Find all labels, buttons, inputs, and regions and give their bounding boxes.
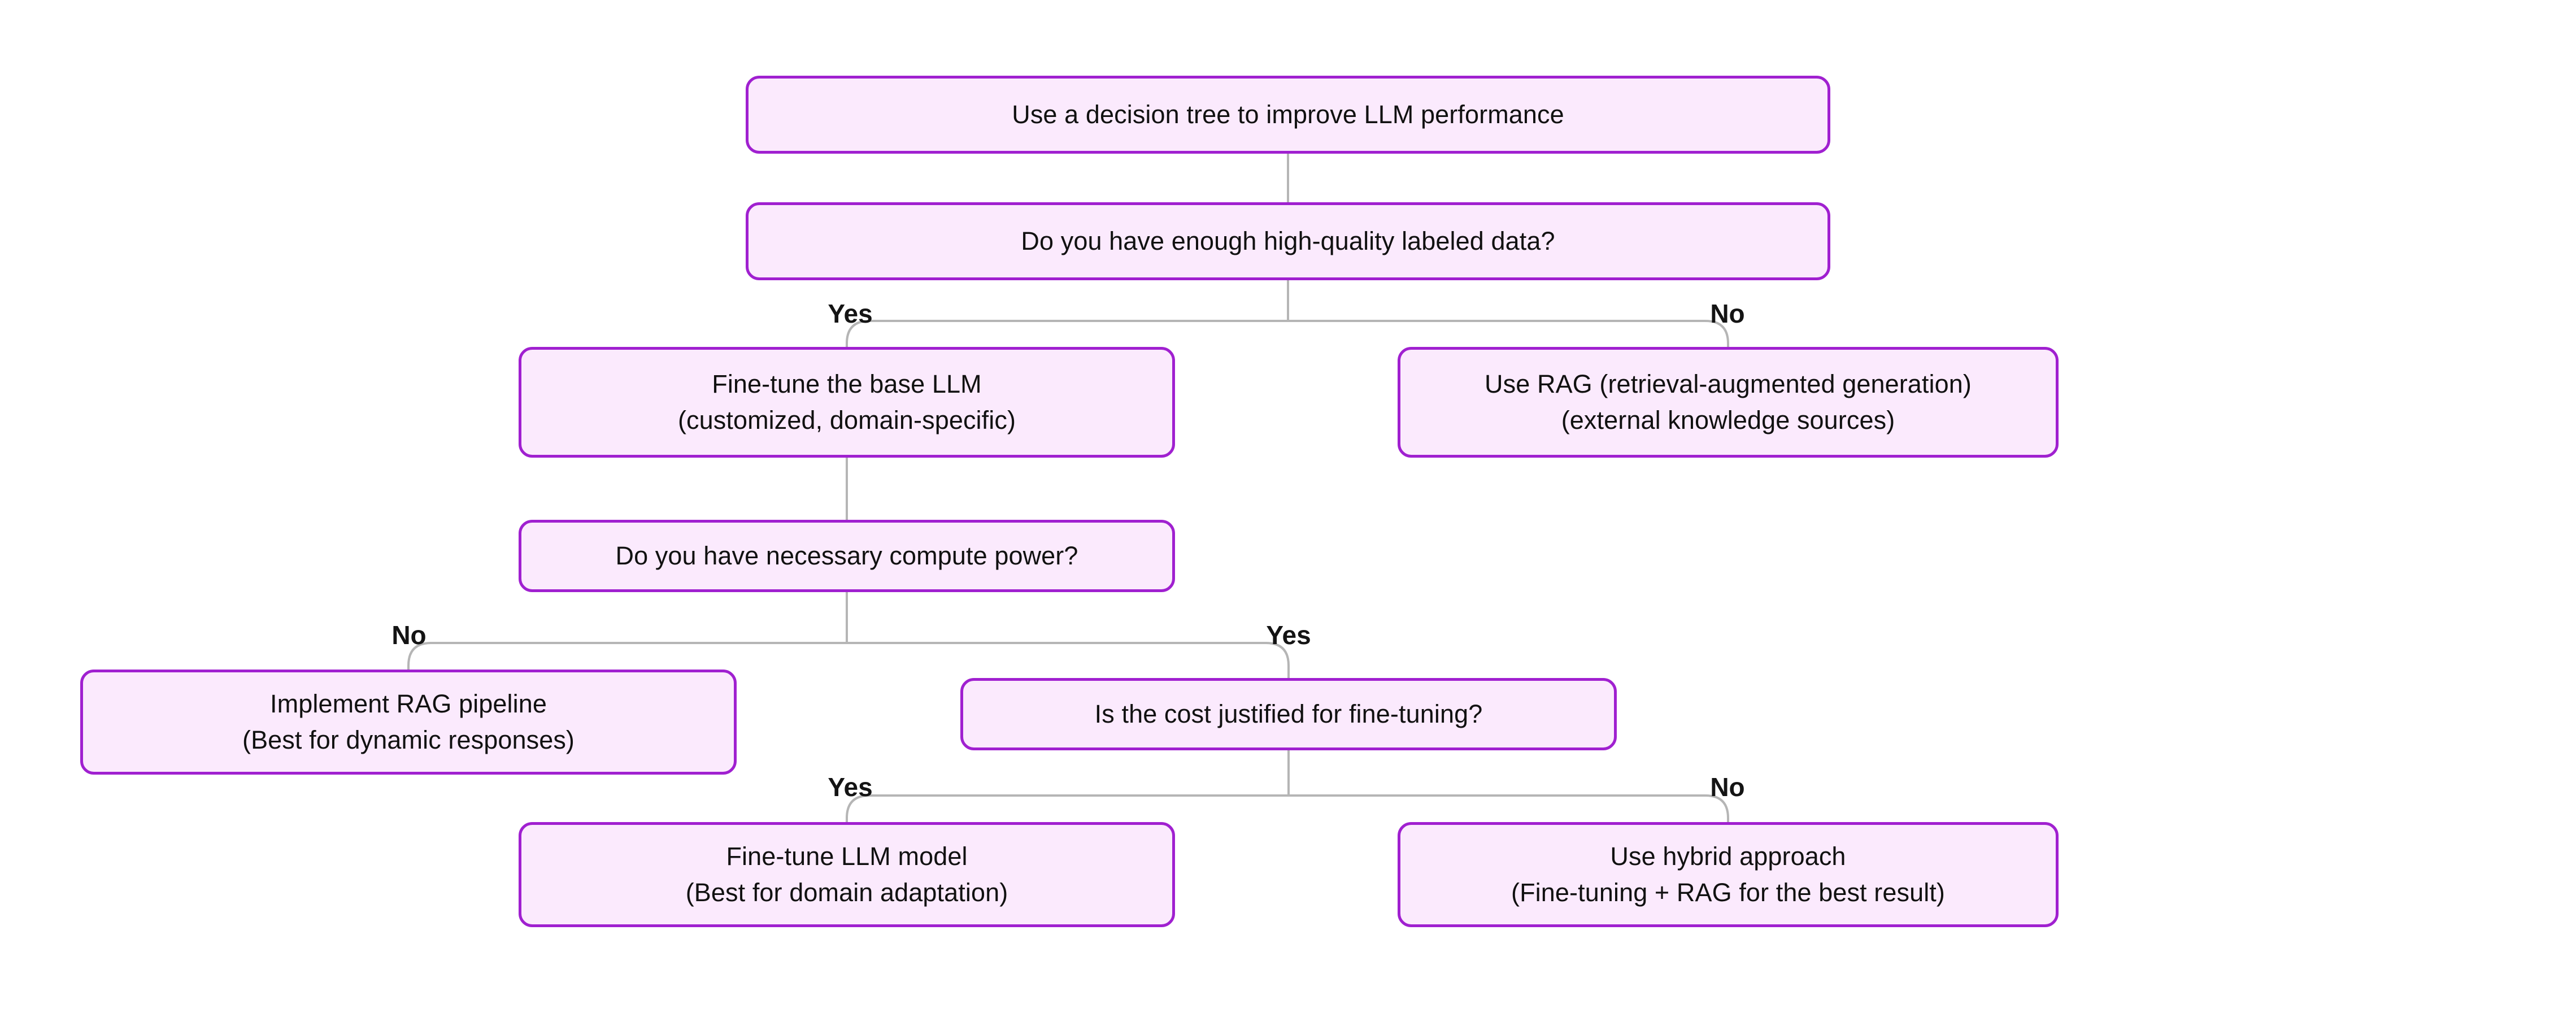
node-finetune-base-llm-label: Fine-tune the base LLM (customized, doma… (677, 370, 1016, 434)
edge-label-yes-cost-justified: Yes (828, 772, 873, 802)
node-root[interactable]: Use a decision tree to improve LLM perfo… (746, 76, 1830, 154)
edge-label-no-labeled-data: No (1710, 299, 1745, 328)
edge-label-yes-compute-power: Yes (1266, 620, 1311, 650)
node-use-rag-label: Use RAG (retrieval-augmented generation)… (1485, 370, 1972, 434)
edge-labeled-data-to-finetune-base (846, 320, 1288, 347)
node-implement-rag-pipeline-label: Implement RAG pipeline (Best for dynamic… (242, 689, 575, 754)
node-question-compute-power[interactable]: Do you have necessary compute power? (519, 520, 1175, 592)
edge-cost-to-finetune-model (846, 794, 1289, 822)
node-use-rag[interactable]: Use RAG (retrieval-augmented generation)… (1398, 347, 2059, 458)
node-question-labeled-data-label: Do you have enough high-quality labeled … (1021, 227, 1555, 256)
node-implement-rag-pipeline[interactable]: Implement RAG pipeline (Best for dynamic… (80, 670, 737, 775)
node-finetune-llm-model[interactable]: Fine-tune LLM model (Best for domain ada… (519, 822, 1175, 927)
node-root-label: Use a decision tree to improve LLM perfo… (1012, 100, 1564, 129)
node-question-cost-justified[interactable]: Is the cost justified for fine-tuning? (960, 678, 1617, 750)
edge-label-no-compute-power: No (391, 620, 427, 650)
edge-label-yes-labeled-data: Yes (828, 299, 873, 328)
edge-compute-to-question-cost (847, 642, 1290, 678)
edge-compute-to-implement-rag (407, 642, 847, 670)
node-finetune-base-llm[interactable]: Fine-tune the base LLM (customized, doma… (519, 347, 1175, 458)
node-question-cost-justified-label: Is the cost justified for fine-tuning? (1094, 699, 1483, 729)
node-use-hybrid-approach-label: Use hybrid approach (Fine-tuning + RAG f… (1511, 842, 1945, 907)
edge-cost-to-hybrid-approach (1289, 794, 1729, 822)
node-question-compute-power-label: Do you have necessary compute power? (615, 541, 1078, 571)
edge-labeled-data-to-use-rag (1288, 320, 1729, 347)
node-finetune-llm-model-label: Fine-tune LLM model (Best for domain ada… (685, 842, 1008, 907)
node-use-hybrid-approach[interactable]: Use hybrid approach (Fine-tuning + RAG f… (1398, 822, 2059, 927)
node-question-labeled-data[interactable]: Do you have enough high-quality labeled … (746, 202, 1830, 280)
edge-label-no-cost-justified: No (1710, 772, 1745, 802)
